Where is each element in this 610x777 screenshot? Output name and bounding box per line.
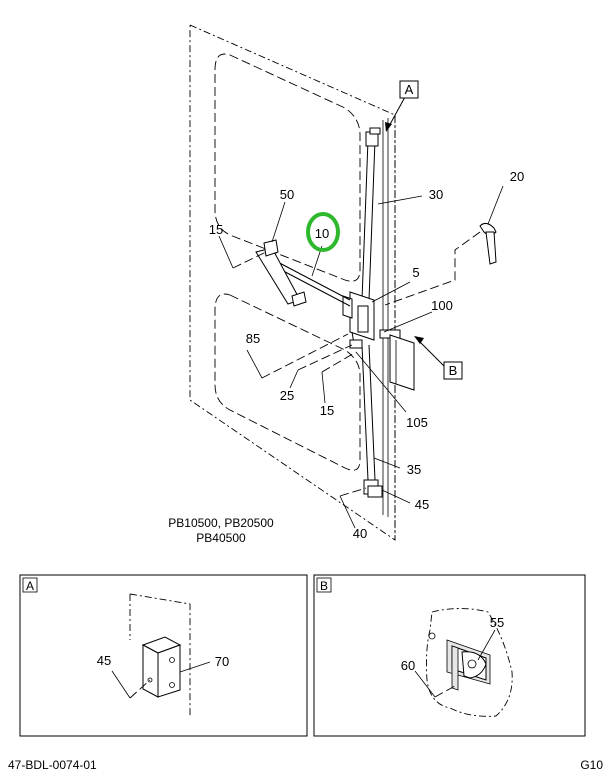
callout-20: 20 bbox=[510, 169, 524, 184]
callout-15-upper: 15 bbox=[209, 222, 223, 237]
detail-b-callout-60: 60 bbox=[401, 658, 415, 673]
latch-rod-lower bbox=[361, 344, 383, 498]
detail-a-callout-70: 70 bbox=[215, 654, 229, 669]
drawing-id: 47-BDL-0074-01 bbox=[8, 758, 97, 772]
door-outline bbox=[189, 24, 396, 541]
key-cylinder-20 bbox=[479, 222, 497, 265]
callout-40: 40 bbox=[353, 526, 367, 541]
callout-leaders bbox=[218, 96, 504, 529]
callout-15-lower: 15 bbox=[320, 403, 334, 418]
detail-a-callout-45: 45 bbox=[97, 653, 111, 668]
callout-35: 35 bbox=[407, 462, 421, 477]
latch-rod-upper bbox=[361, 127, 381, 301]
detail-b-title: B bbox=[320, 579, 328, 593]
callout-105: 105 bbox=[406, 415, 428, 430]
view-ref-a-box bbox=[399, 80, 419, 99]
callout-10: 10 bbox=[315, 226, 329, 241]
view-ref-b-box bbox=[443, 361, 463, 380]
detail-a-panel: A 45 70 bbox=[19, 574, 308, 737]
callout-5: 5 bbox=[412, 265, 419, 280]
callout-85: 85 bbox=[246, 331, 260, 346]
highlight-ring bbox=[306, 212, 340, 252]
callout-30: 30 bbox=[429, 187, 443, 202]
callout-25: 25 bbox=[280, 388, 294, 403]
model-note-line2: PB40500 bbox=[196, 531, 246, 545]
callout-45: 45 bbox=[415, 497, 429, 512]
detail-b-callout-55: 55 bbox=[490, 615, 504, 630]
detail-a-title: A bbox=[26, 579, 34, 593]
sheet-number: G10 bbox=[580, 758, 603, 772]
view-ref-a: A bbox=[405, 82, 414, 97]
callout-100: 100 bbox=[431, 298, 453, 313]
latch-mechanism bbox=[255, 239, 415, 391]
callout-labels: 50 15 10 30 20 5 100 85 25 15 105 35 45 … bbox=[209, 169, 524, 541]
callout-50: 50 bbox=[280, 187, 294, 202]
view-ref-b: B bbox=[449, 363, 458, 378]
phantom-leaders bbox=[232, 231, 481, 497]
model-note-line1: PB10500, PB20500 bbox=[168, 516, 274, 530]
detail-b-panel: B 55 60 bbox=[313, 574, 586, 737]
